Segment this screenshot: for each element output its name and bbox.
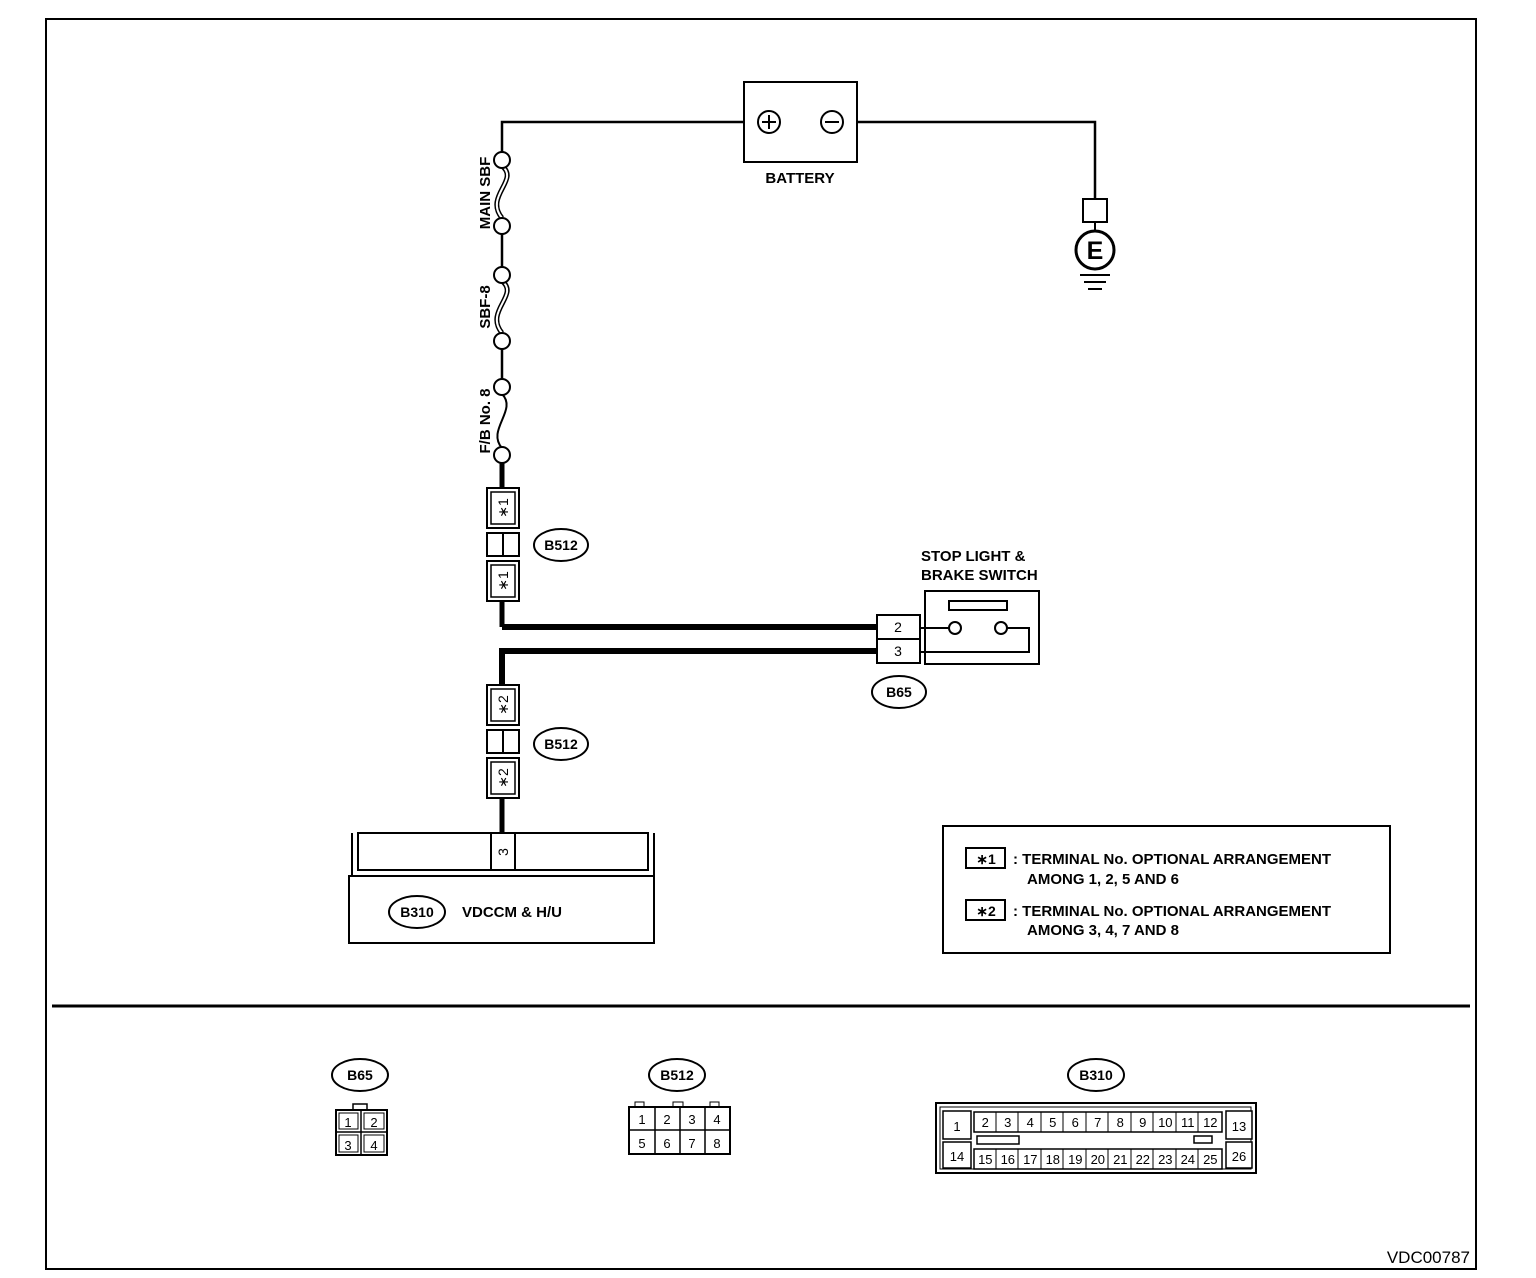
module-label: VDCCM & H/U — [462, 904, 562, 921]
b310-pin-16: 16 — [1001, 1152, 1015, 1167]
fuse-label-fb-no-8: F/B No. 8 — [477, 388, 494, 453]
fuse-fb-no-8: F/B No. 8 — [477, 378, 511, 464]
battery-label: BATTERY — [765, 170, 834, 187]
b310-pin-23: 23 — [1158, 1152, 1172, 1167]
b310-pin-10: 10 — [1158, 1115, 1172, 1130]
legend-key-2: ∗2 — [976, 903, 996, 919]
b310-cell-grid — [995, 1112, 1199, 1169]
fuse-main-sbf: MAIN SBF — [477, 151, 511, 235]
pinout-b310-tag: B310 — [1079, 1067, 1113, 1083]
b65-pin-4: 4 — [370, 1138, 377, 1153]
b310-pin-3: 3 — [1004, 1115, 1011, 1130]
pinout-b65-tag: B65 — [347, 1067, 373, 1083]
diagram-frame — [45, 18, 1477, 1270]
b310-pin-1: 1 — [953, 1119, 960, 1134]
switch-label-line1: STOP LIGHT & — [921, 548, 1026, 565]
b512-pin-5: 5 — [638, 1136, 645, 1151]
vdccm-module: 3 B310 VDCCM & H/U — [348, 832, 655, 944]
b310-pin-5: 5 — [1049, 1115, 1056, 1130]
b310-bottom-row: 15 16 17 18 19 20 21 22 23 24 25 — [978, 1152, 1217, 1167]
wiring — [499, 120, 1097, 833]
pinout-b65: B65 1 2 3 4 — [331, 1058, 389, 1156]
b512-pin-7: 7 — [688, 1136, 695, 1151]
b310-pin-26: 26 — [1232, 1149, 1246, 1164]
fuse-label-main-sbf: MAIN SBF — [477, 157, 494, 230]
legend: ∗1 : TERMINAL No. OPTIONAL ARRANGEMENT A… — [942, 825, 1391, 954]
legend-text-1b: AMONG 1, 2, 5 AND 6 — [1027, 871, 1179, 888]
fuse-label-sbf-8: SBF-8 — [477, 285, 494, 328]
b310-pin-9: 9 — [1139, 1115, 1146, 1130]
star2-term-top: ∗2 — [495, 695, 511, 715]
b512-pin-8: 8 — [713, 1136, 720, 1151]
stop-light-brake-switch: STOP LIGHT & BRAKE SWITCH 2 3 B65 — [871, 548, 1040, 709]
b65-pin-1: 1 — [344, 1115, 351, 1130]
legend-text-1a: : TERMINAL No. OPTIONAL ARRANGEMENT — [1013, 851, 1331, 868]
connector-b512-upper: ∗1 ∗1 B512 — [486, 487, 589, 602]
switch-label-line2: BRAKE SWITCH — [921, 567, 1038, 584]
b310-pin-4: 4 — [1027, 1115, 1034, 1130]
legend-text-2a: : TERMINAL No. OPTIONAL ARRANGEMENT — [1013, 903, 1331, 920]
b512-pin-1: 1 — [638, 1112, 645, 1127]
b512-pin-4: 4 — [713, 1112, 720, 1127]
b310-pin-20: 20 — [1091, 1152, 1105, 1167]
b310-pin-6: 6 — [1072, 1115, 1079, 1130]
b512-pin-2: 2 — [663, 1112, 670, 1127]
ground-label: E — [1087, 237, 1104, 265]
legend-key-1: ∗1 — [976, 851, 996, 867]
battery: BATTERY — [743, 81, 858, 187]
b310-pin-24: 24 — [1181, 1152, 1195, 1167]
b65-pin-2: 2 — [370, 1115, 377, 1130]
switch-term-2: 2 — [894, 619, 902, 635]
b65-tag: B65 — [886, 684, 912, 700]
b512-tag-lower: B512 — [544, 736, 578, 752]
legend-text-2b: AMONG 3, 4, 7 AND 8 — [1027, 922, 1179, 939]
pinout-b512-tag: B512 — [660, 1067, 694, 1083]
star1-term-top: ∗1 — [495, 498, 511, 518]
fuse-sbf-8: SBF-8 — [477, 266, 511, 350]
b310-pin-8: 8 — [1117, 1115, 1124, 1130]
star2-term-bottom: ∗2 — [495, 768, 511, 788]
b310-pin-12: 12 — [1203, 1115, 1217, 1130]
b310-pin-18: 18 — [1046, 1152, 1060, 1167]
b310-pin-7: 7 — [1094, 1115, 1101, 1130]
b310-pin-2: 2 — [982, 1115, 989, 1130]
pinout-b512: B512 1 2 3 4 5 6 7 8 — [628, 1058, 731, 1155]
switch-term-3: 3 — [894, 643, 902, 659]
b512-pin-3: 3 — [688, 1112, 695, 1127]
b310-pin-13: 13 — [1232, 1119, 1246, 1134]
b310-pin-22: 22 — [1136, 1152, 1150, 1167]
b310-pin-14: 14 — [950, 1149, 964, 1164]
b310-pin-11: 11 — [1181, 1115, 1195, 1130]
b512-tag-upper: B512 — [544, 537, 578, 553]
diagram-id: VDC00787 — [1387, 1248, 1470, 1267]
b310-pin-25: 25 — [1203, 1152, 1217, 1167]
b310-tag: B310 — [400, 904, 434, 920]
b310-pin-19: 19 — [1068, 1152, 1082, 1167]
b310-pin-15: 15 — [978, 1152, 992, 1167]
connector-b512-lower: ∗2 ∗2 B512 — [486, 684, 589, 799]
b512-pin-6: 6 — [663, 1136, 670, 1151]
ground-symbol: E — [1074, 198, 1116, 290]
b310-pin-21: 21 — [1113, 1152, 1127, 1167]
b310-pin-17: 17 — [1023, 1152, 1037, 1167]
star1-term-bottom: ∗1 — [495, 571, 511, 591]
b65-pin-3: 3 — [344, 1138, 351, 1153]
module-terminal-3: 3 — [495, 848, 511, 856]
